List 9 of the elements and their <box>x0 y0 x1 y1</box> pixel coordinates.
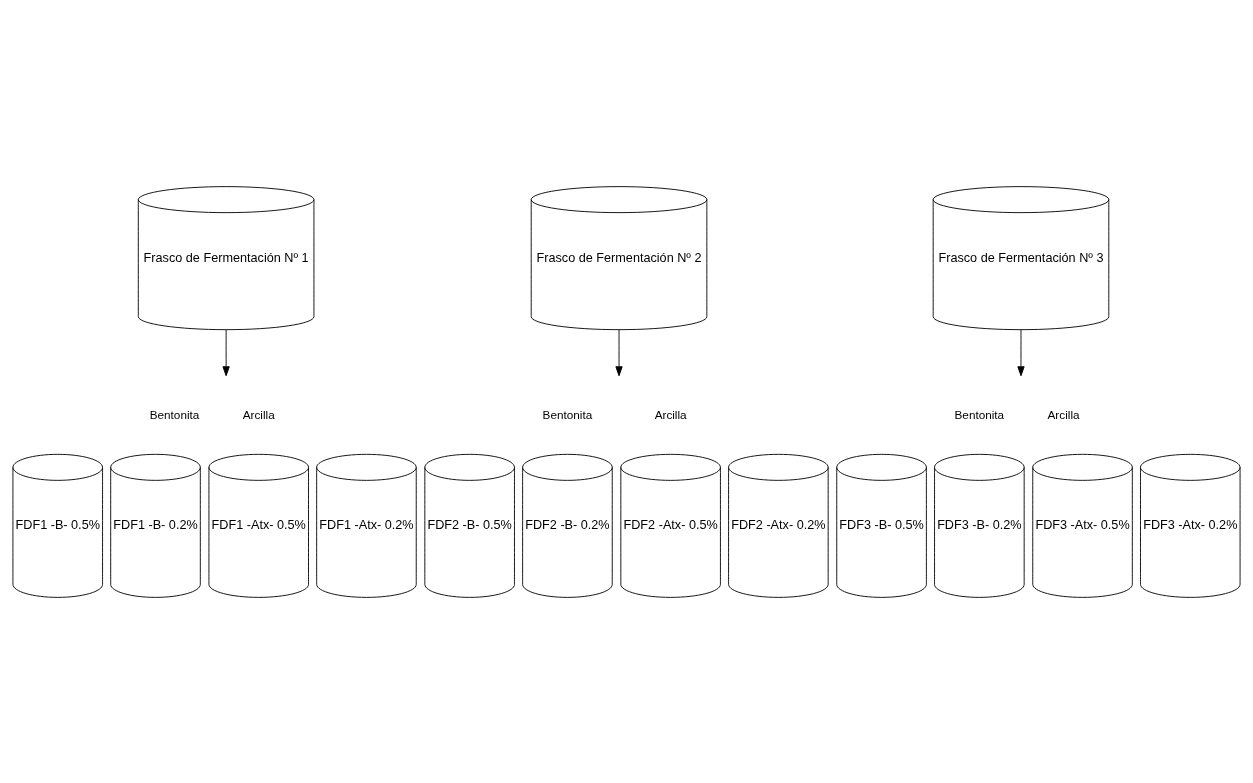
arrow <box>615 328 623 376</box>
label: Bentonita <box>954 406 1005 420</box>
arrow <box>222 328 230 376</box>
label: Bentonita <box>149 406 200 420</box>
arrow <box>1017 328 1025 376</box>
label: Arcilla <box>1047 406 1080 420</box>
label: Arcilla <box>654 406 687 420</box>
label: Bentonita <box>542 406 593 420</box>
label: Arcilla <box>242 406 275 420</box>
